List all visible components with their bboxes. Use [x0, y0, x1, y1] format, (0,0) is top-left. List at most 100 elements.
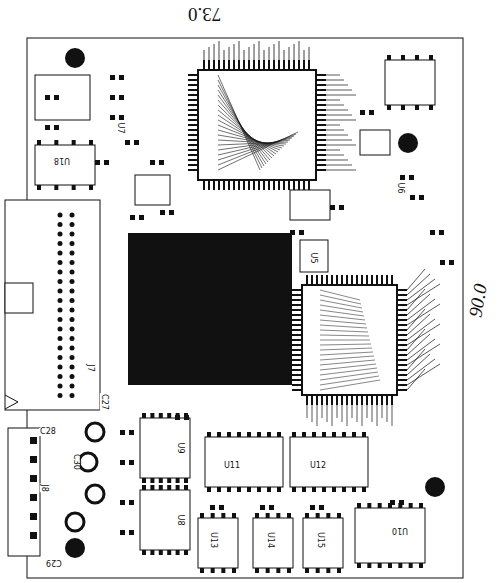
smd-pad	[129, 530, 134, 535]
pcb-trace	[320, 372, 378, 380]
ic-pin	[387, 105, 391, 110]
ic-pin	[361, 396, 363, 405]
ic-pin	[288, 181, 290, 190]
ic-pin	[266, 513, 270, 518]
ic-pin	[292, 364, 301, 366]
pcb-trace	[372, 405, 373, 422]
header-pin	[58, 260, 63, 265]
smd-pad	[110, 75, 115, 80]
pcb-trace	[320, 330, 368, 332]
smd-pad	[260, 505, 265, 510]
pcb-trace	[326, 150, 340, 151]
ic-pin	[142, 550, 146, 555]
header-pin	[70, 222, 75, 227]
ic-pin	[378, 503, 382, 508]
ic-pin	[398, 329, 407, 331]
pcb-trace	[326, 120, 356, 121]
header-pin	[58, 393, 63, 398]
ic-pin	[167, 550, 171, 555]
ic-pin	[415, 55, 419, 60]
ic-pin	[253, 60, 255, 69]
ic-pin	[293, 181, 295, 190]
header-pin	[58, 355, 63, 360]
ic-pin	[227, 432, 231, 437]
pcb-trace	[219, 41, 220, 60]
ic-pin	[228, 60, 230, 69]
ic-pin	[213, 181, 215, 190]
ic-pin	[167, 485, 171, 490]
header-pin	[58, 232, 63, 237]
header-pin	[30, 475, 37, 482]
ic-pin	[415, 105, 419, 110]
ic-u11	[205, 437, 283, 487]
ic-pin	[268, 60, 270, 69]
pcb-trace	[347, 405, 348, 426]
header-pin	[70, 289, 75, 294]
ic-pin	[247, 487, 251, 492]
header-pin	[70, 365, 75, 370]
ic-pin	[203, 60, 205, 69]
pcb-trace	[320, 368, 377, 375]
ic-pin	[232, 568, 236, 573]
ic-pin	[331, 396, 333, 405]
header-pin	[30, 513, 37, 520]
smd-pad	[400, 175, 405, 180]
pcb-trace	[294, 44, 295, 60]
pcb-trace	[326, 90, 352, 91]
header-pin	[58, 241, 63, 246]
ic-pin	[317, 129, 326, 131]
ic-pin	[188, 74, 197, 76]
ic-pin	[248, 60, 250, 69]
dimension-label: 90.0	[466, 281, 491, 319]
ic-pin	[218, 60, 220, 69]
ic-pin	[237, 487, 241, 492]
ic-pin	[213, 60, 215, 69]
ic-pin	[223, 60, 225, 69]
pcb-trace	[407, 344, 440, 365]
ic-pin	[150, 485, 154, 490]
ic-pin	[316, 275, 318, 284]
ic-pin	[184, 485, 188, 490]
part-label: C30	[72, 453, 80, 471]
pcb-trace	[326, 135, 348, 136]
ic-pin	[273, 181, 275, 190]
ic-pin	[283, 60, 285, 69]
ic-pin	[255, 568, 259, 573]
ic-pin	[188, 99, 197, 101]
ic-pin	[371, 396, 373, 405]
pcb-trace	[320, 352, 373, 355]
ic-pin	[208, 60, 210, 69]
pcb-trace	[249, 47, 250, 60]
ic-pin	[317, 99, 326, 101]
ic-pin	[326, 396, 328, 405]
ic-pin	[322, 487, 326, 492]
ic-pin	[351, 275, 353, 284]
ic-pin	[398, 334, 407, 336]
ic-pin	[293, 60, 295, 69]
smd-pad	[129, 460, 134, 465]
pcb-trace	[332, 405, 333, 426]
ic-pin	[184, 478, 188, 483]
ic-pin	[257, 432, 261, 437]
ic-pin	[188, 89, 197, 91]
pcb-trace	[320, 376, 379, 385]
ic-pin	[211, 568, 215, 573]
ic-pin	[376, 396, 378, 405]
ic-pin	[367, 503, 371, 508]
ic-pin	[292, 294, 301, 296]
smd-pad	[175, 415, 180, 420]
part-label: U18	[53, 156, 71, 164]
ic-pin	[336, 275, 338, 284]
part-label: U11	[223, 462, 241, 470]
ic-pin	[352, 487, 356, 492]
pcb-trace	[218, 132, 298, 170]
pcb-trace	[214, 44, 215, 60]
smd-pad	[125, 140, 130, 145]
part-label: U5	[309, 252, 317, 265]
header-pin	[70, 384, 75, 389]
ic-pin	[267, 432, 271, 437]
smd-pad	[399, 500, 404, 505]
ic-pin	[305, 513, 309, 518]
smd-pad	[419, 195, 424, 200]
